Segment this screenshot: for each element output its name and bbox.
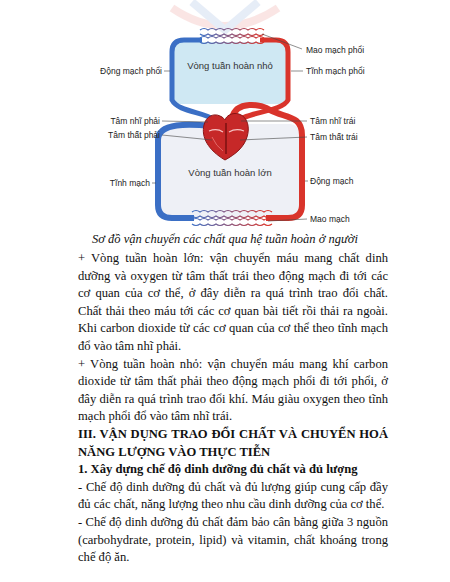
loop-label: Vòng tuần hoàn lớn — [188, 167, 271, 178]
heart — [203, 113, 248, 160]
part-label: Tâm thất phải — [108, 130, 160, 140]
pulmonary-artery — [172, 40, 214, 120]
capillary-stroke — [192, 219, 272, 221]
part-label: Tĩnh mạch — [110, 178, 150, 188]
figure-caption: Sơ đồ vận chuyển các chất qua hệ tuần ho… — [0, 232, 450, 247]
capillary-stroke — [192, 224, 272, 226]
part-label: Tĩnh mạch phổi — [306, 66, 365, 76]
capillary-stroke — [200, 34, 264, 36]
circulation-illustration — [0, 0, 450, 232]
section-heading: III. VẬN DỤNG TRAO ĐỔI CHẤT VÀ CHUYỂN HO… — [78, 426, 388, 461]
part-label: Mao mạch — [310, 214, 350, 224]
capillary-stroke — [192, 211, 272, 213]
part-label: Động mạch phổi — [100, 66, 162, 76]
loop-label: Vòng tuần hoàn nhỏ — [187, 60, 273, 71]
part-label: Động mạch — [310, 176, 353, 186]
body-text: + Vòng tuần hoàn lớn: vận chuyển máu man… — [78, 250, 388, 567]
pulmonary-vein — [236, 40, 288, 122]
part-label: Tâm nhĩ phải — [110, 116, 160, 126]
watermark-logo — [172, 2, 278, 30]
leader-lines — [152, 34, 308, 221]
circulation-loop: Vòng tuần hoàn lớn — [170, 160, 290, 184]
capillaries — [192, 29, 272, 226]
capillary-stroke — [200, 37, 264, 39]
part-label: Tâm thất trái — [310, 132, 358, 142]
body-paragraph: - Chế độ dinh dưỡng đủ chất và đủ lượng … — [78, 479, 388, 514]
body-paragraph: - Chế độ dinh dưỡng đủ chất đảm bảo cân … — [78, 514, 388, 567]
capillary-stroke — [200, 42, 264, 44]
part-label: Tâm nhĩ trái — [310, 116, 355, 126]
body-paragraph: + Vòng tuần hoàn nhỏ: vận chuyển máu man… — [78, 356, 388, 426]
circulation-loop: Vòng tuần hoàn nhỏ — [175, 54, 285, 76]
capillary-stroke — [200, 29, 264, 31]
capillary-stroke — [192, 216, 272, 218]
part-label: Mao mạch phổi — [306, 45, 364, 55]
body-paragraph: + Vòng tuần hoàn lớn: vận chuyển máu man… — [78, 250, 388, 356]
section-heading: 1. Xây dựng chế độ dinh dưỡng đủ chất và… — [78, 461, 388, 479]
pulmonary-region — [170, 42, 290, 104]
